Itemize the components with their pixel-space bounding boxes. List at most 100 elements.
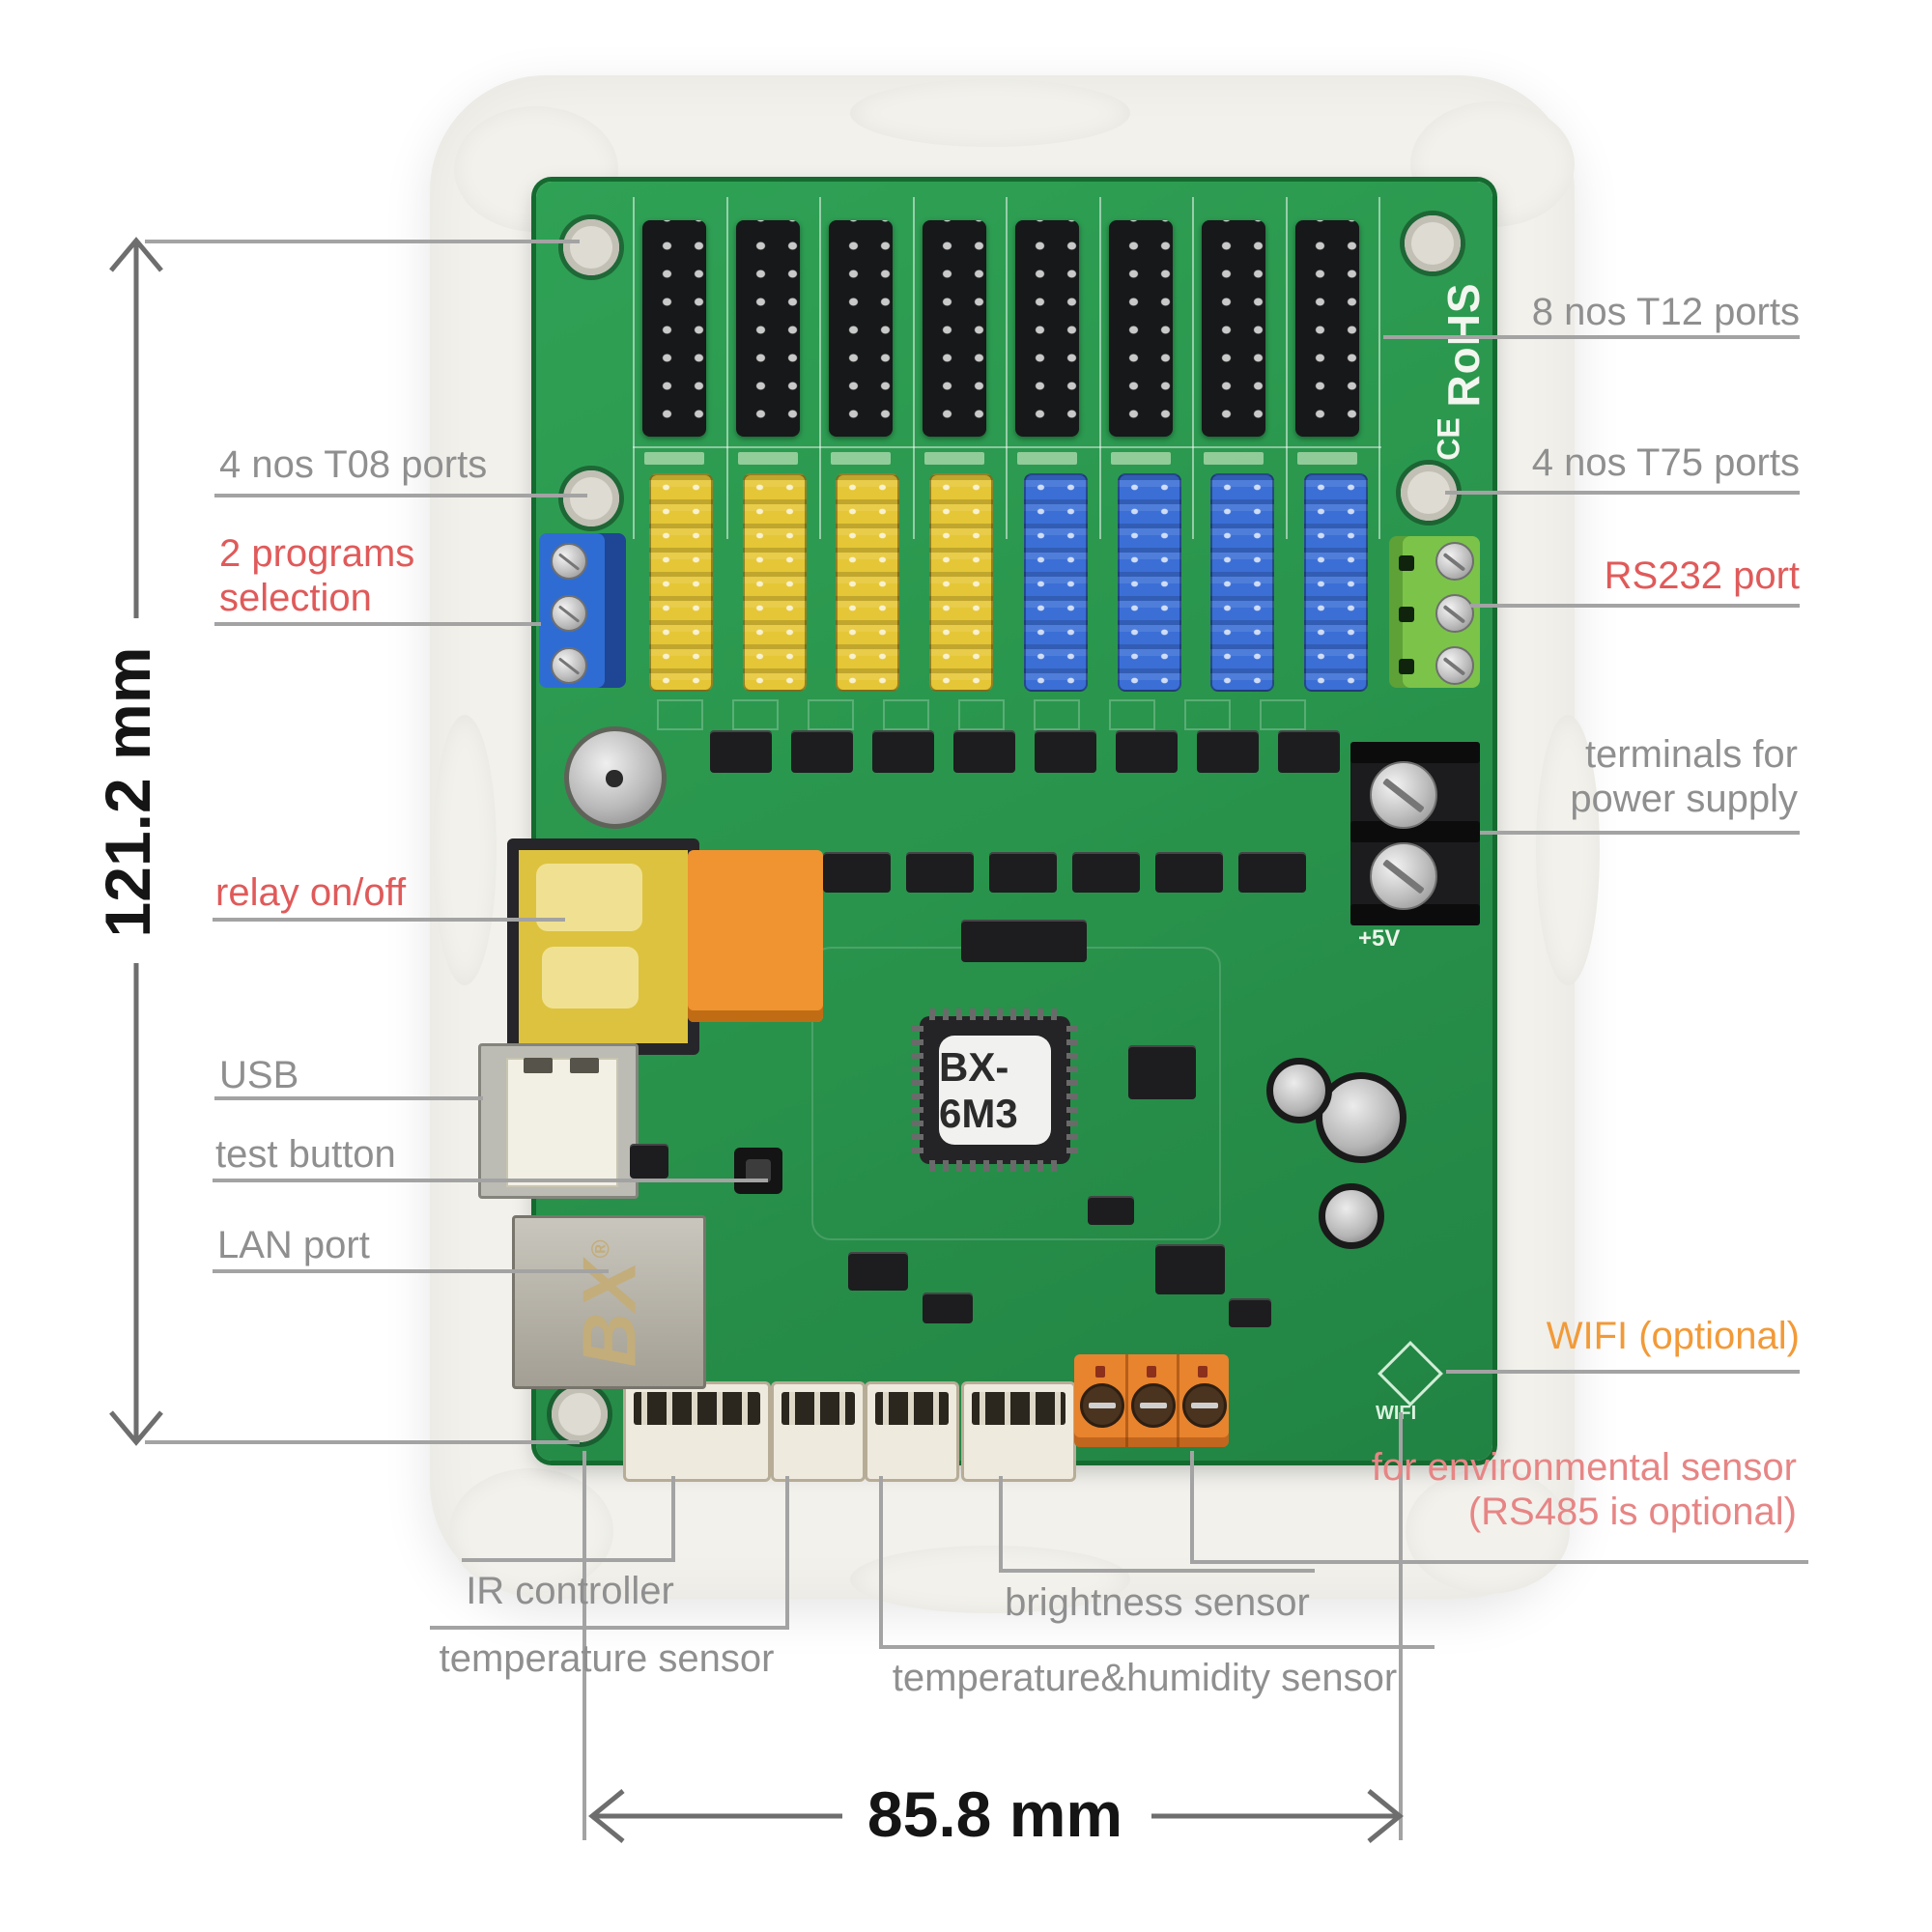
terminal-indicator xyxy=(1095,1366,1105,1378)
label-rs232: RS232 port xyxy=(1604,554,1800,597)
mounting-hole xyxy=(1401,465,1457,521)
driver-ic xyxy=(989,852,1057,893)
terminal-screw xyxy=(551,647,587,684)
chip-pins-top xyxy=(929,1009,1061,1020)
label-programs-line1: 2 programs xyxy=(219,532,415,575)
terminal-screw xyxy=(1435,594,1474,633)
buzzer xyxy=(564,726,667,829)
driver-ic xyxy=(1116,730,1178,773)
driver-ic xyxy=(1197,730,1259,773)
terminal-screw xyxy=(551,543,587,580)
silkscreen-box xyxy=(657,699,703,730)
sensor-connector xyxy=(623,1381,771,1482)
silkscreen-box xyxy=(732,699,779,730)
capacitor xyxy=(1319,1183,1384,1249)
usb-contact xyxy=(570,1058,599,1073)
terminal-screw xyxy=(1131,1383,1176,1428)
label-env-line2: (RS485 is optional) xyxy=(1467,1491,1797,1533)
label-programs-line2: selection xyxy=(219,577,372,619)
smd-component xyxy=(1155,1244,1225,1294)
t12-port-header xyxy=(642,220,706,437)
silkscreen-divider xyxy=(1378,197,1380,539)
driver-ic xyxy=(1035,730,1096,773)
label-ir: IR controller xyxy=(466,1570,674,1612)
label-power: terminals for power supply xyxy=(1570,732,1798,821)
driver-ic xyxy=(1072,852,1140,893)
relay-window xyxy=(536,864,642,931)
smd-component xyxy=(1229,1298,1271,1327)
terminal-screw xyxy=(1080,1383,1124,1428)
terminal-indicator xyxy=(1198,1366,1208,1378)
smd-component xyxy=(630,1144,668,1179)
terminal-divider xyxy=(1125,1354,1128,1447)
label-test: test button xyxy=(215,1133,396,1176)
relay-window xyxy=(542,947,639,1009)
label-t12: 8 nos T12 ports xyxy=(1531,291,1800,333)
terminal-screw xyxy=(1435,542,1474,581)
soic-chip xyxy=(1128,1045,1196,1099)
tray-bump xyxy=(850,79,1130,147)
t12-port-header xyxy=(1295,220,1359,437)
t08-port-connector xyxy=(743,473,807,692)
silkscreen-box xyxy=(1260,699,1306,730)
port-silkscreen-label xyxy=(1204,452,1264,465)
port-silkscreen-label xyxy=(738,452,798,465)
silkscreen-divider xyxy=(819,197,821,539)
t12-port-header xyxy=(1015,220,1079,437)
port-silkscreen-label xyxy=(1111,452,1171,465)
mounting-hole xyxy=(563,470,619,526)
silkscreen-divider xyxy=(1006,197,1008,539)
driver-ic xyxy=(953,730,1015,773)
silkscreen-divider xyxy=(1286,197,1288,539)
t75-port-connector xyxy=(1304,473,1368,692)
port-silkscreen-label xyxy=(1017,452,1077,465)
silkscreen-divider xyxy=(633,197,635,539)
dim-v-arrow-bottom xyxy=(109,1410,163,1446)
dim-h-arrow-left xyxy=(588,1789,625,1843)
label-power-line1: terminals for xyxy=(1584,733,1798,776)
driver-ic xyxy=(710,730,772,773)
lan-port: BX® xyxy=(512,1215,706,1389)
driver-ic xyxy=(906,852,974,893)
t08-port-connector xyxy=(929,473,993,692)
silkscreen-box xyxy=(1109,699,1155,730)
port-silkscreen-label xyxy=(831,452,891,465)
t08-port-connector xyxy=(649,473,713,692)
logic-ic xyxy=(961,920,1087,962)
usb-tongue xyxy=(506,1058,618,1187)
smd-component xyxy=(923,1293,973,1323)
label-relay: relay on/off xyxy=(215,871,407,914)
t12-port-header xyxy=(1202,220,1265,437)
label-t08: 4 nos T08 ports xyxy=(219,443,488,486)
t12-port-header xyxy=(829,220,893,437)
label-programs: 2 programs selection xyxy=(219,531,414,620)
smd-component xyxy=(848,1252,908,1291)
usb-port xyxy=(478,1043,639,1199)
ce-mark: CE xyxy=(1431,417,1466,461)
terminal-barrier xyxy=(1350,821,1480,842)
silkscreen-box xyxy=(1184,699,1231,730)
silkscreen-box xyxy=(808,699,854,730)
driver-ic xyxy=(1278,730,1340,773)
label-lan: LAN port xyxy=(217,1224,370,1266)
dim-v-arrow-top xyxy=(109,237,163,272)
silkscreen-row-line xyxy=(633,446,1381,448)
driver-ic xyxy=(791,730,853,773)
mounting-hole xyxy=(563,219,619,275)
t12-port-header xyxy=(736,220,800,437)
power-silkscreen: +5V xyxy=(1358,925,1401,952)
silkscreen-box xyxy=(1034,699,1080,730)
chip-pins-right xyxy=(1066,1026,1078,1154)
t08-port-connector xyxy=(836,473,899,692)
driver-ic xyxy=(823,852,891,893)
silkscreen-divider xyxy=(1099,197,1101,539)
label-env-line1: for environmental sensor xyxy=(1371,1446,1797,1489)
terminal-slot xyxy=(1399,555,1414,571)
driver-ic xyxy=(872,730,934,773)
sensor-connector xyxy=(771,1381,866,1482)
terminal-screw xyxy=(1435,646,1474,685)
port-silkscreen-label xyxy=(1297,452,1357,465)
usb-contact xyxy=(524,1058,553,1073)
mounting-hole xyxy=(1405,215,1461,271)
silkscreen-divider xyxy=(726,197,728,539)
